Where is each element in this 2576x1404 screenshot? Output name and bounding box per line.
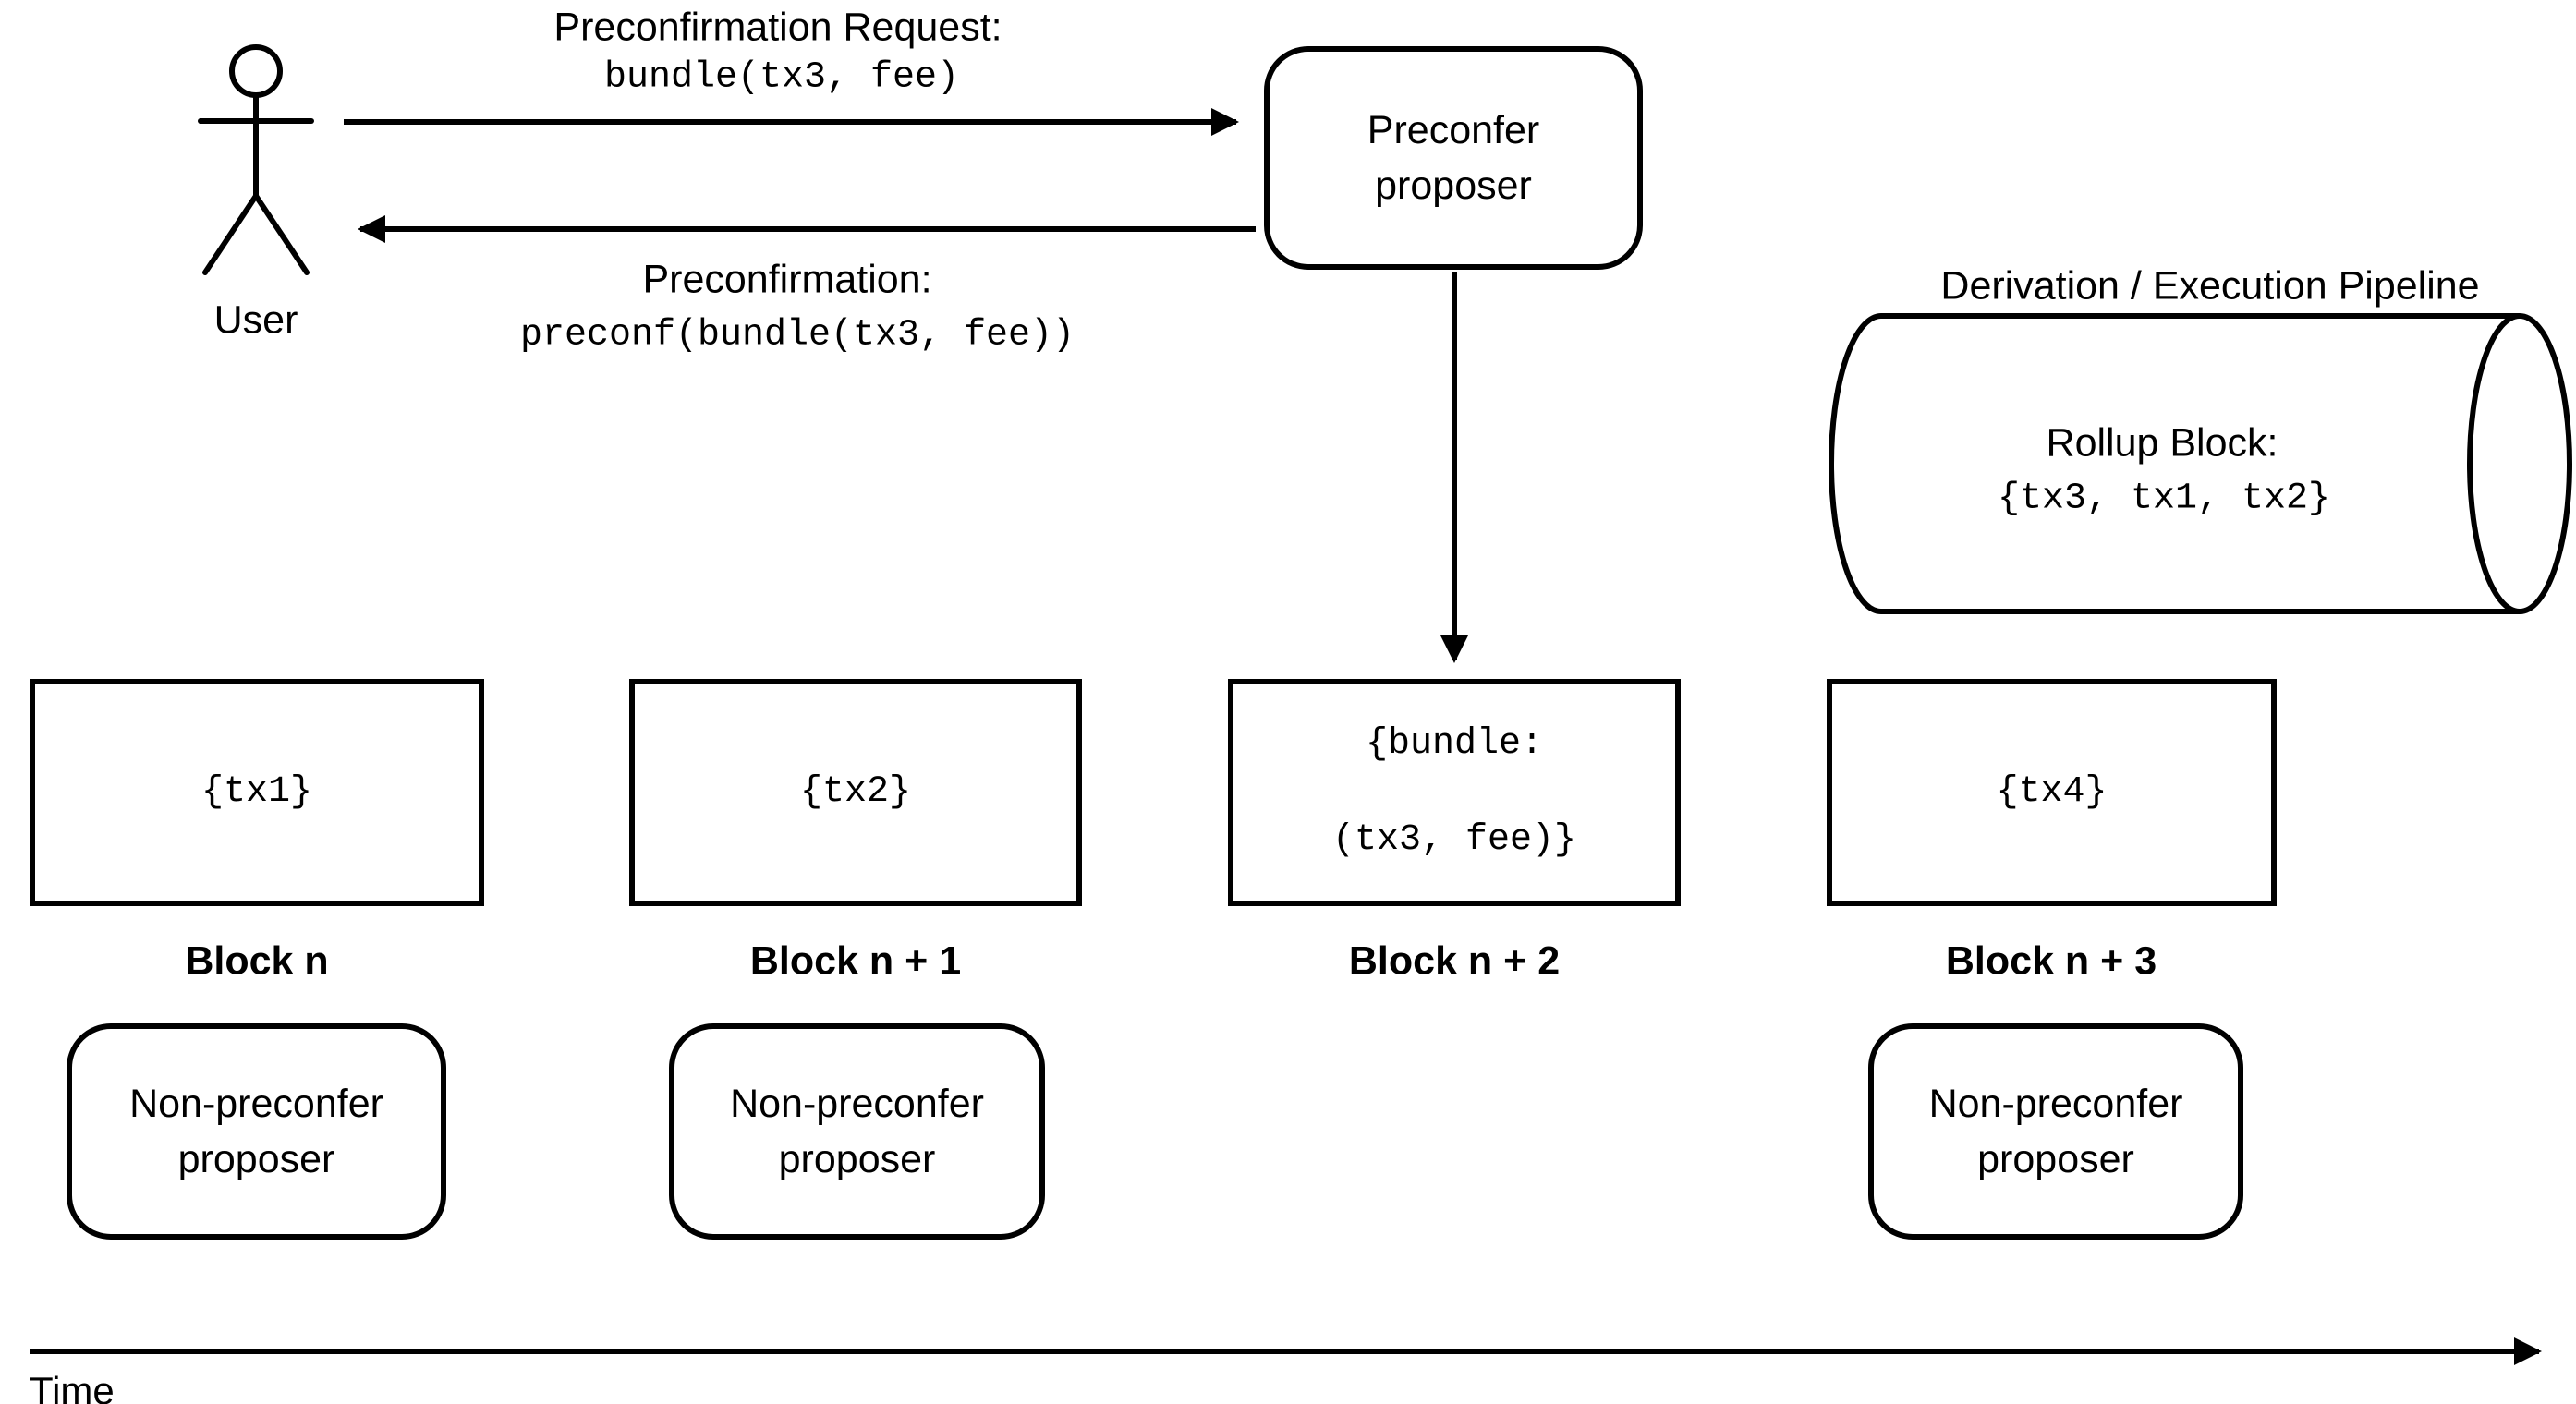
nonpreconfer-label-line2: proposer — [177, 1137, 335, 1181]
pipeline-cylinder-left-cap — [1829, 313, 1882, 614]
block-n2-label: Block n + 2 — [1348, 938, 1561, 984]
rollup-block-title: Rollup Block: — [2046, 420, 2278, 466]
preconfer-proposer-label-line1: Preconfer — [1367, 108, 1540, 152]
pipeline-cylinder-right-cap — [2467, 313, 2572, 614]
nonpreconfer-proposer-box-block-n1: Non-preconfer proposer — [669, 1023, 1045, 1240]
preconfer-proposer-box: Preconfer proposer — [1264, 46, 1643, 270]
nonpreconfer-label-line2: proposer — [778, 1137, 936, 1181]
timeline-label: Time — [30, 1369, 115, 1404]
request-title: Preconfirmation Request: — [553, 5, 1002, 50]
user-head — [229, 44, 283, 98]
response-code: preconf(bundle(tx3, fee)) — [519, 314, 1075, 357]
request-code: bundle(tx3, fee) — [603, 56, 960, 99]
block-n1-box: {tx2} — [629, 679, 1082, 906]
nonpreconfer-label-line1: Non-preconfer — [129, 1082, 383, 1126]
block-n1-label: Block n + 1 — [749, 938, 962, 984]
block-n-label: Block n — [185, 938, 329, 984]
nonpreconfer-proposer-box-block-n3: Non-preconfer proposer — [1868, 1023, 2243, 1240]
block-n3-box: {tx4} — [1827, 679, 2277, 906]
preconfer-proposer-label-line2: proposer — [1375, 163, 1532, 208]
pipeline-cylinder — [1829, 313, 2572, 614]
block-n1-content: {tx2} — [799, 771, 912, 813]
nonpreconfer-proposer-box-block-n: Non-preconfer proposer — [67, 1023, 446, 1240]
nonpreconfer-label-line2: proposer — [1977, 1137, 2134, 1181]
block-n-box: {tx1} — [30, 679, 484, 906]
user-label: User — [213, 297, 298, 343]
pipeline-title: Derivation / Execution Pipeline — [1940, 263, 2480, 309]
block-n2-content-line2: (tx3, fee)} — [1331, 819, 1577, 861]
response-title: Preconfirmation: — [642, 257, 932, 302]
block-n2-content-line1: {bundle: — [1365, 723, 1544, 765]
user-leg-right — [253, 193, 310, 275]
block-n-content: {tx1} — [200, 771, 313, 813]
block-n3-label: Block n + 3 — [1945, 938, 2157, 984]
block-n3-content: {tx4} — [1996, 771, 2108, 813]
rollup-block-code: {tx3, tx1, tx2} — [1997, 478, 2331, 520]
nonpreconfer-label-line1: Non-preconfer — [730, 1082, 984, 1126]
user-leg-left — [202, 193, 259, 275]
nonpreconfer-label-line1: Non-preconfer — [1928, 1082, 2183, 1126]
block-n2-box: {bundle: (tx3, fee)} — [1228, 679, 1681, 906]
user-figure-icon — [198, 44, 314, 275]
